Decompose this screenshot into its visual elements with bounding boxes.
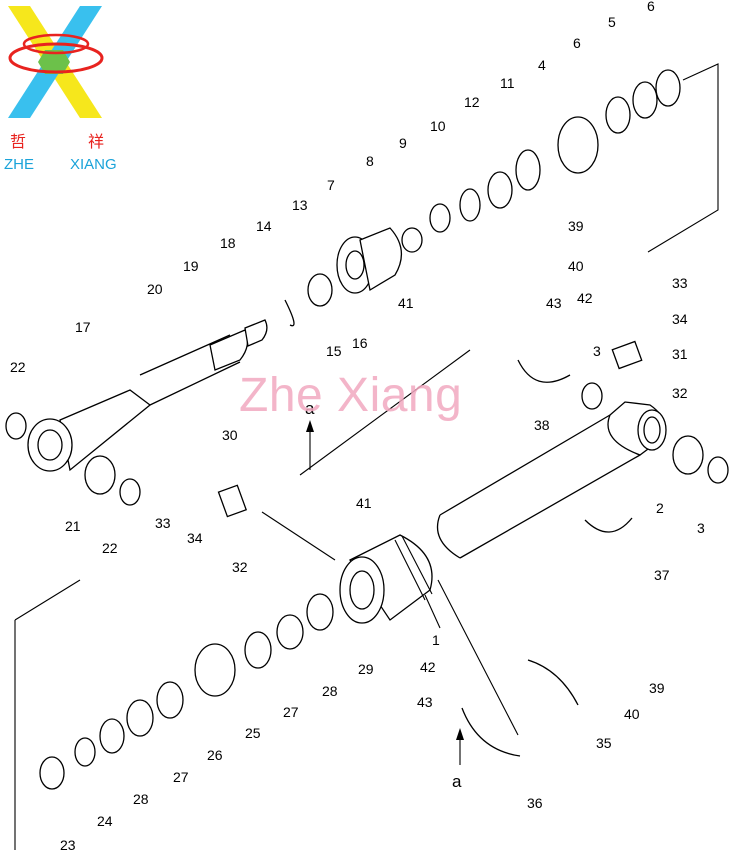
watermark: Zhe Xiang: [239, 369, 463, 422]
callout-42b: 42: [420, 659, 436, 675]
callout-41a: 41: [398, 295, 414, 311]
logo-latin-left: ZHE: [4, 156, 34, 173]
callout-28a: 28: [322, 683, 338, 699]
callout-29: 29: [358, 661, 374, 677]
callout-10: 10: [430, 118, 446, 134]
section-marker-a-lower: a: [452, 772, 462, 791]
callout-3a: 3: [697, 520, 705, 536]
section-markers: a a: [305, 399, 464, 791]
callout-19: 19: [183, 258, 199, 274]
callout-6b: 6: [647, 0, 655, 14]
callout-2: 2: [656, 500, 664, 516]
callout-33b: 33: [155, 515, 171, 531]
callout-17: 17: [75, 319, 91, 335]
callout-31: 31: [672, 346, 688, 362]
logo-chinese-left: 哲: [10, 132, 27, 151]
logo-mark-icon: [8, 6, 104, 118]
piston-rod: [27, 319, 268, 472]
callout-33a: 33: [672, 275, 688, 291]
callout-28b: 28: [133, 791, 149, 807]
callout-27a: 27: [283, 704, 299, 720]
callout-15: 15: [326, 343, 342, 359]
callout-numbers: 1 2 3 3 4 5 6 6 7 8 9 10 11 12 13 14 15 …: [10, 0, 705, 851]
callout-43b: 43: [417, 694, 433, 710]
arrow-up-icon: [306, 420, 314, 432]
callout-14: 14: [256, 218, 272, 234]
callout-35: 35: [596, 735, 612, 751]
callout-27b: 27: [173, 769, 189, 785]
lower-seal-stack: [39, 593, 334, 790]
cylinder-tube: [436, 401, 667, 559]
callout-26: 26: [207, 747, 223, 763]
callout-34a: 34: [672, 311, 688, 327]
arrow-up-icon: [456, 728, 464, 740]
callout-23: 23: [60, 837, 76, 851]
brand-logo: 哲 祥 ZHE XIANG: [0, 0, 130, 180]
callout-42a: 42: [577, 290, 593, 306]
assembly-frame-lines: [14, 63, 719, 850]
callout-34b: 34: [187, 530, 203, 546]
callout-38: 38: [534, 417, 550, 433]
callout-22a: 22: [10, 359, 26, 375]
logo-latin-right: XIANG: [70, 156, 117, 173]
callout-5: 5: [608, 14, 616, 30]
callout-13: 13: [292, 197, 308, 213]
callout-11: 11: [500, 75, 515, 91]
callout-22b: 22: [102, 540, 118, 556]
callout-12: 12: [464, 94, 480, 110]
cylinder-head: [339, 534, 433, 624]
callout-3b: 3: [593, 343, 601, 359]
section-marker-a-upper: a: [305, 399, 315, 418]
callout-43a: 43: [546, 295, 562, 311]
callout-18: 18: [220, 235, 236, 251]
callout-20: 20: [147, 281, 163, 297]
callout-16: 16: [352, 335, 368, 351]
piston-parts: [284, 69, 681, 327]
callout-4: 4: [538, 57, 546, 73]
callout-40b: 40: [624, 706, 640, 722]
callout-39b: 39: [649, 680, 665, 696]
callout-32b: 32: [232, 559, 248, 575]
leader-lines: [261, 349, 519, 765]
callout-39a: 39: [568, 218, 584, 234]
callout-41b: 41: [356, 495, 372, 511]
callout-25: 25: [245, 725, 261, 741]
callout-37: 37: [654, 567, 670, 583]
callout-7: 7: [327, 177, 335, 193]
callout-24: 24: [97, 813, 113, 829]
callout-30: 30: [222, 427, 238, 443]
callout-21: 21: [65, 518, 81, 534]
callout-40a: 40: [568, 258, 584, 274]
callout-1: 1: [432, 632, 440, 648]
logo-chinese-right: 祥: [88, 132, 105, 151]
callout-32a: 32: [672, 385, 688, 401]
callout-36: 36: [527, 795, 543, 811]
callout-8: 8: [366, 153, 374, 169]
callout-9: 9: [399, 135, 407, 151]
brackets-and-bushings: [5, 340, 729, 757]
callout-6a: 6: [573, 35, 581, 51]
